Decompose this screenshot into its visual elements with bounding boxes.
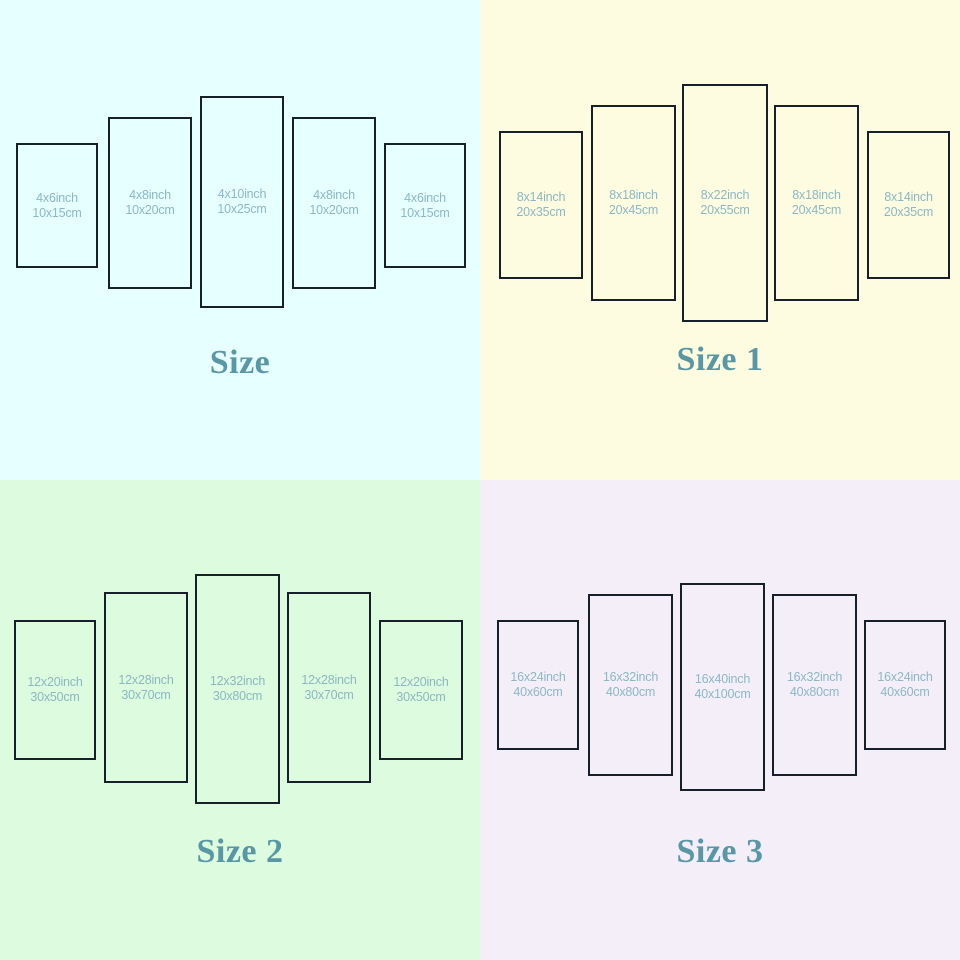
panel-size-cm: 10x25cm [217,202,267,216]
panel-size-cm: 10x20cm [309,203,359,217]
panel-size-cm: 30x70cm [304,687,354,702]
quadrant-title-size: Size [209,344,271,381]
panel-size-inch: 16x24inch [510,670,566,685]
panel-size-cm: 30x80cm [212,689,263,703]
panel-size-cm: 10x15cm [32,205,82,220]
panel-size-inch: 8x18inch [792,188,841,203]
panel-size-cm: 10x20cm [125,203,175,217]
panel-size-inch: 16x24inch [877,670,933,685]
panel-size-cm: 30x70cm [121,687,171,702]
panel-size-cm: 40x60cm [513,685,563,699]
quadrant-title-size-1: Size 1 [676,341,764,378]
panel-size-inch: 16x40inch [694,672,751,687]
panel-size-inch: 4x8inch [313,188,355,203]
panel-size-inch: 12x20inch [393,675,449,690]
panel-size-inch: 12x20inch [27,675,83,690]
panel-size-cm: 40x80cm [789,685,840,699]
panel-size-inch: 8x14inch [516,190,566,205]
panel-size-cm: 40x80cm [605,685,656,699]
panel-size-inch: 4x6inch [36,190,78,205]
panel-size-cm: 10x15cm [400,205,450,220]
quadrant-title-size-2: Size 2 [196,833,284,870]
panel-size-inch: 8x14inch [884,190,933,205]
panel-size-inch: 12x28inch [301,672,357,687]
panel-size-cm: 20x45cm [791,203,842,217]
panel-size-inch: 4x10inch [217,187,267,202]
panel-size-cm: 20x45cm [608,203,659,217]
panel-size-inch: 12x28inch [118,672,174,687]
panel-size-cm: 30x50cm [30,690,80,704]
panel-size-inch: 4x8inch [129,188,171,203]
panel-size-inch: 8x18inch [609,188,658,203]
panel-size-inch: 4x6inch [404,190,446,205]
panel-size-cm: 30x50cm [396,690,446,704]
panel-size-cm: 20x35cm [883,205,934,219]
panel-size-cm: 40x60cm [880,685,930,699]
panel-size-cm: 20x55cm [700,203,750,217]
panel-size-inch: 12x32inch [209,674,266,689]
panel-size-inch: 16x32inch [602,670,659,685]
quadrant-title-size-3: Size 3 [676,833,764,870]
panel-size-cm: 40x100cm [694,687,751,701]
panel-size-inch: 16x32inch [786,670,843,685]
panel-size-inch: 8x22inch [700,188,750,203]
panel-size-cm: 20x35cm [516,205,566,219]
